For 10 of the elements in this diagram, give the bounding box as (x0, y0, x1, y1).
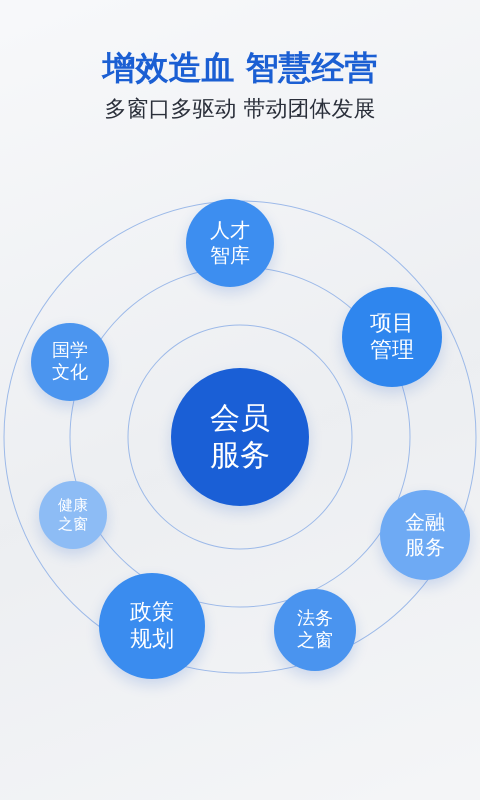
node-label: 会员服务 (209, 400, 271, 474)
node-label: 健康之窗 (57, 496, 89, 534)
node-label: 金融服务 (404, 510, 446, 560)
subtitle: 多窗口多驱动 带动团体发展 (104, 96, 376, 124)
node-label: 政策规划 (129, 598, 175, 654)
node-label: 人才智库 (209, 218, 251, 268)
node-label: 项目管理 (369, 310, 415, 364)
node-label: 法务之窗 (296, 608, 334, 652)
title: 增效造血 智慧经营 (100, 47, 379, 89)
node-label: 国学文化 (51, 340, 89, 384)
